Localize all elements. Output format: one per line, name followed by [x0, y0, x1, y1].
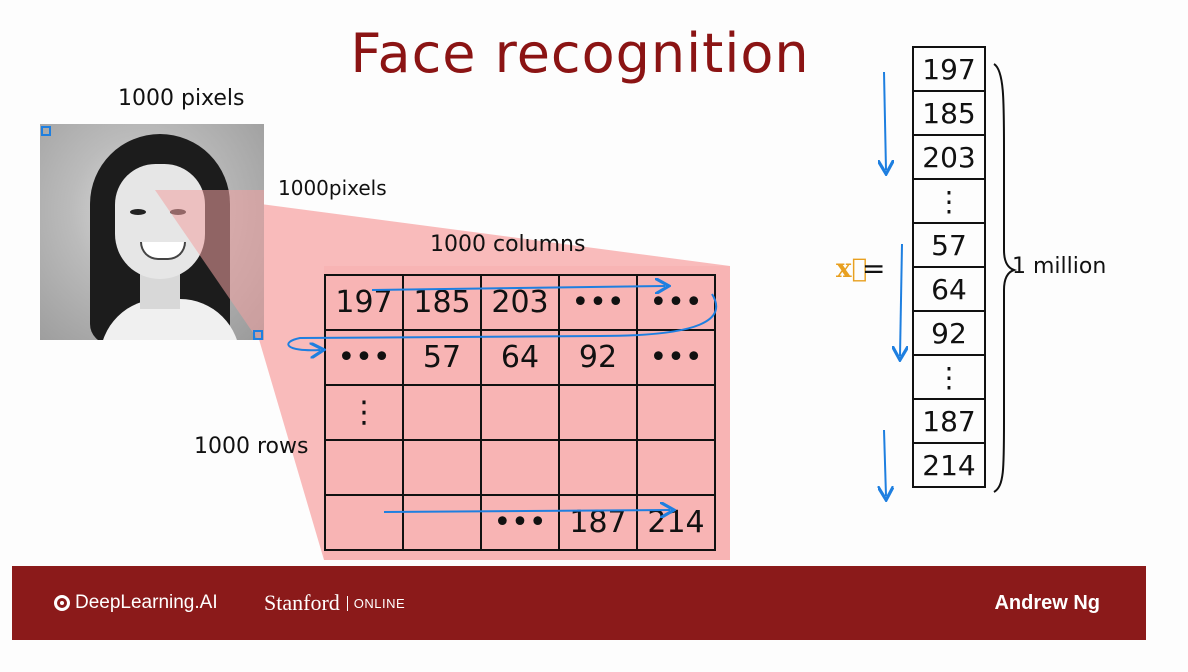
grid-cell: •••	[636, 329, 716, 386]
feature-vector: 197 185 203 ⋮ 57 64 92 ⋮ 187 214	[912, 46, 986, 488]
vector-size-label: 1 million	[1012, 254, 1107, 279]
grid-cell	[558, 384, 638, 441]
grid-cell	[480, 384, 560, 441]
last-row-arrow	[383, 510, 670, 512]
university-suffix: ONLINE	[346, 595, 405, 611]
photo-highlight	[155, 190, 264, 340]
vector-entry: 57	[912, 222, 986, 268]
grid-cell: ⋮	[324, 384, 404, 441]
grid-cell: •••	[558, 274, 638, 331]
vector-arrow-1	[884, 71, 886, 170]
grid-row: ⋮	[324, 384, 716, 441]
author-name: Andrew Ng	[994, 592, 1100, 614]
vector-entry: ⋮	[912, 354, 986, 400]
vector-entry: ⋮	[912, 178, 986, 224]
vector-symbol: x⃗	[836, 254, 868, 284]
grid-cell	[402, 494, 482, 551]
university-name: Stanford	[264, 590, 340, 615]
grid-cell: 197	[324, 274, 404, 331]
vector-entry: 92	[912, 310, 986, 356]
slide-title: Face recognition	[350, 22, 810, 85]
grid-cell	[636, 384, 716, 441]
grid-cell: 187	[558, 494, 638, 551]
bottom-right-pixel-marker	[253, 330, 263, 340]
grid-cell: 64	[480, 329, 560, 386]
row-wrap-arrow	[287, 293, 718, 350]
grid-cell	[480, 439, 560, 496]
top-left-pixel-marker	[41, 126, 51, 136]
vector-entry: 197	[912, 46, 986, 92]
grid-cell: •••	[636, 274, 716, 331]
vector-entry: 64	[912, 266, 986, 312]
vector-brace	[993, 63, 1018, 493]
grid-cell	[558, 439, 638, 496]
grid-cell: 203	[480, 274, 560, 331]
columns-label: 1000 columns	[430, 232, 586, 257]
photo-eye-left	[130, 209, 146, 215]
footer-bar: DeepLearning.AI Stanford ONLINE Andrew N…	[12, 566, 1146, 640]
equals-sign: =	[862, 252, 886, 285]
grid-row: 197 185 203 ••• •••	[324, 274, 716, 331]
image-height-label: 1000pixels	[278, 176, 387, 200]
grid-cell	[402, 384, 482, 441]
vector-entry: 187	[912, 398, 986, 444]
grid-cell: 92	[558, 329, 638, 386]
grid-cell	[636, 439, 716, 496]
grid-cell	[402, 439, 482, 496]
row1-arrow	[371, 286, 665, 290]
grid-cell: 185	[402, 274, 482, 331]
vector-arrow-3	[884, 429, 886, 496]
image-width-label: 1000 pixels	[118, 86, 245, 111]
vector-entry: 185	[912, 90, 986, 136]
vector-entry: 214	[912, 442, 986, 488]
face-photo	[40, 124, 264, 340]
grid-cell	[324, 439, 404, 496]
grid-row	[324, 439, 716, 496]
grid-cell: 57	[402, 329, 482, 386]
rows-label: 1000 rows	[194, 434, 309, 459]
stanford-logo: Stanford ONLINE	[264, 590, 405, 616]
deeplearning-icon	[54, 595, 70, 611]
brand-name: DeepLearning.AI	[75, 592, 218, 613]
deeplearning-logo: DeepLearning.AI	[54, 592, 218, 614]
vector-entry: 203	[912, 134, 986, 180]
vector-arrow-2	[900, 243, 902, 356]
grid-cell	[324, 494, 404, 551]
